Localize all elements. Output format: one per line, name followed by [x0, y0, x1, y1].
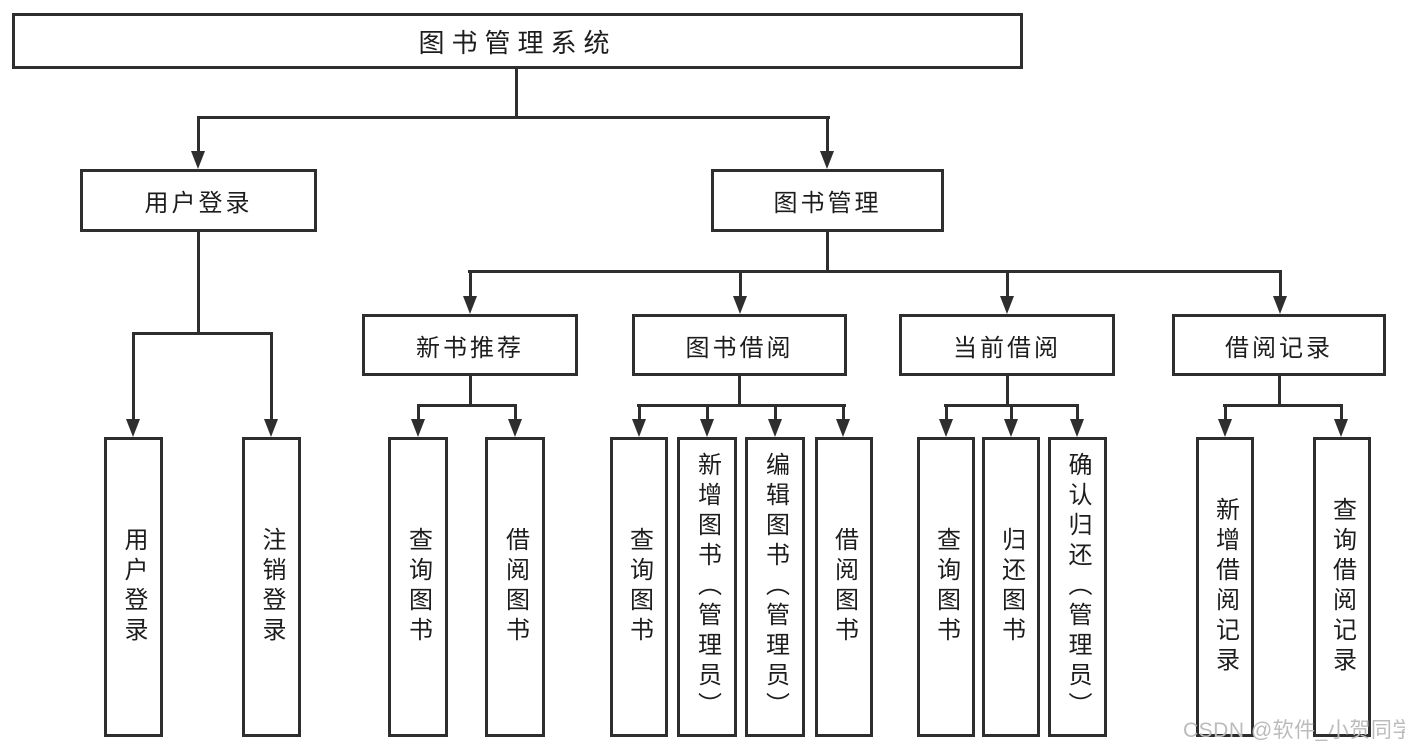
arrowhead-g4-leaf1 [1218, 419, 1232, 437]
arrowhead-g3-leaf3 [1070, 419, 1084, 437]
leaf-borrow-books: 借阅图书 [815, 437, 873, 737]
connector-g2-leaf4-stub [842, 404, 845, 421]
node-root: 图书管理系统 [12, 13, 1023, 69]
node-new-book-recommend: 新书推荐 [362, 314, 578, 376]
connector-root-mgmt-stub [826, 116, 829, 154]
node-user-login: 用户登录 [80, 169, 317, 232]
connector-root-hbar [197, 116, 830, 119]
leaf-recommend-borrow-books-label: 借阅图书 [501, 527, 529, 647]
leaf-confirm-return-admin-label: 确认归还（管理员） [1064, 452, 1091, 722]
arrowhead-g2-leaf1 [632, 419, 646, 437]
node-book-borrow: 图书借阅 [632, 314, 847, 376]
leaf-borrow-query-books-label: 查询图书 [625, 527, 653, 647]
connector-g2-leaf3-stub [774, 404, 777, 421]
arrowhead-g4-leaf2 [1334, 419, 1348, 437]
arrowhead-g1-leaf1 [411, 419, 425, 437]
leaf-current-query-books: 查询图书 [917, 437, 975, 737]
leaf-add-borrow-record: 新增借阅记录 [1196, 437, 1254, 737]
connector-g3-leaf3-stub [1076, 404, 1079, 421]
leaf-logout-label: 注销登录 [258, 527, 285, 647]
connector-mgmt-g4-stub [1279, 270, 1282, 298]
connector-g3-trunk [1006, 375, 1009, 406]
node-book-borrow-label: 图书借阅 [685, 334, 794, 362]
arrowhead-login [191, 151, 205, 169]
leaf-user-login-label: 用户登录 [120, 527, 147, 647]
leaf-recommend-borrow-books: 借阅图书 [485, 437, 545, 737]
connector-mgmt-g2-stub [739, 270, 742, 298]
connector-root-login-stub [197, 116, 200, 154]
connector-mgmt-g1-stub [469, 270, 472, 298]
arrowhead-group-borrow [733, 296, 747, 314]
node-borrow-records-label: 借阅记录 [1225, 334, 1333, 362]
csdn-watermark: CSDN @软件_小贺同学 [1183, 719, 1405, 742]
node-borrow-records: 借阅记录 [1172, 314, 1386, 376]
arrowhead-mgmt [820, 151, 834, 169]
arrowhead-login-leaf2 [264, 419, 278, 437]
connector-login-leaf1-stub [132, 332, 135, 421]
connector-g2-leaf1-stub [638, 404, 641, 421]
leaf-confirm-return-admin: 确认归还（管理员） [1048, 437, 1107, 737]
connector-login-hbar [132, 332, 273, 335]
leaf-return-books: 归还图书 [982, 437, 1040, 737]
leaf-borrow-books-label: 借阅图书 [830, 527, 858, 647]
arrowhead-g3-leaf1 [939, 419, 953, 437]
node-root-label: 图书管理系统 [418, 27, 617, 58]
connector-mgmt-hbar [468, 270, 1282, 273]
connector-g3-leaf1-stub [945, 404, 948, 421]
leaf-add-book-admin-label: 新增图书（管理员） [693, 452, 721, 722]
connector-g4-leaf2-stub [1340, 404, 1343, 421]
arrowhead-group-current [1000, 296, 1014, 314]
connector-g3-leaf2-stub [1010, 404, 1013, 421]
leaf-user-login: 用户登录 [104, 437, 163, 737]
node-book-management: 图书管理 [711, 169, 944, 232]
node-user-login-label: 用户登录 [144, 190, 253, 217]
connector-login-trunk [197, 231, 200, 334]
leaf-borrow-query-books: 查询图书 [610, 437, 668, 737]
leaf-return-books-label: 归还图书 [997, 527, 1025, 647]
leaf-add-borrow-record-label: 新增借阅记录 [1211, 497, 1239, 677]
connector-g1-leaf2-stub [514, 404, 517, 421]
arrowhead-g2-leaf3 [768, 419, 782, 437]
connector-g1-leaf1-stub [417, 404, 420, 421]
leaf-edit-book-admin-label: 编辑图书（管理员） [761, 452, 789, 722]
leaf-recommend-query-books: 查询图书 [388, 437, 448, 737]
arrowhead-g1-leaf2 [508, 419, 522, 437]
arrowhead-group-recommend [463, 296, 477, 314]
connector-login-leaf2-stub [270, 332, 273, 421]
leaf-current-query-books-label: 查询图书 [932, 527, 960, 647]
leaf-logout: 注销登录 [242, 437, 301, 737]
connector-mgmt-g3-stub [1006, 270, 1009, 298]
connector-g2-hbar [637, 404, 846, 407]
node-book-management-label: 图书管理 [773, 190, 882, 217]
connector-mgmt-trunk [826, 231, 829, 273]
leaf-query-borrow-record: 查询借阅记录 [1313, 437, 1371, 737]
arrowhead-g3-leaf2 [1004, 419, 1018, 437]
arrowhead-g2-leaf4 [836, 419, 850, 437]
node-new-book-recommend-label: 新书推荐 [416, 334, 524, 362]
node-current-borrow-label: 当前借阅 [953, 334, 1061, 362]
connector-g4-trunk [1278, 375, 1281, 406]
connector-g2-leaf2-stub [706, 404, 709, 421]
leaf-recommend-query-books-label: 查询图书 [404, 527, 432, 647]
node-current-borrow: 当前借阅 [899, 314, 1115, 376]
arrowhead-login-leaf1 [126, 419, 140, 437]
leaf-query-borrow-record-label: 查询借阅记录 [1328, 497, 1356, 677]
connector-g4-leaf1-stub [1224, 404, 1227, 421]
arrowhead-g2-leaf2 [700, 419, 714, 437]
leaf-add-book-admin: 新增图书（管理员） [677, 437, 737, 737]
connector-root-trunk [515, 68, 518, 118]
connector-g2-trunk [738, 375, 741, 406]
connector-g4-hbar [1223, 404, 1343, 407]
connector-g1-hbar [417, 404, 517, 407]
arrowhead-group-records [1273, 296, 1287, 314]
leaf-edit-book-admin: 编辑图书（管理员） [745, 437, 805, 737]
connector-g1-trunk [469, 375, 472, 406]
